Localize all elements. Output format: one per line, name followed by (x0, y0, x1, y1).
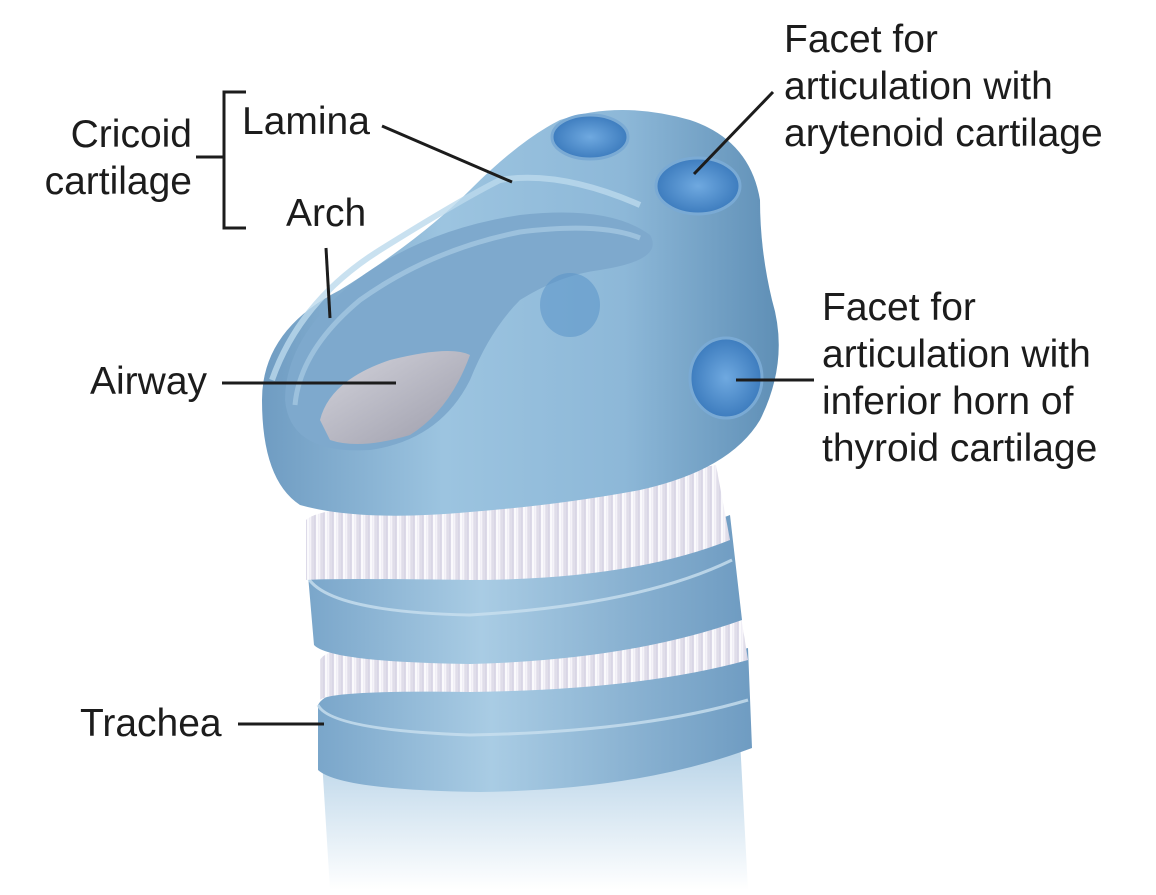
label-facet-thyroid: Facet for articulation with inferior hor… (822, 284, 1097, 472)
label-lamina: Lamina (242, 98, 370, 145)
label-facet-arytenoid-line1: Facet for (784, 16, 1103, 63)
label-trachea: Trachea (80, 700, 222, 747)
lamina-leader (382, 126, 512, 182)
label-facet-arytenoid-line3: arytenoid cartilage (784, 110, 1103, 157)
label-cricoid-line2: cartilage (20, 158, 192, 205)
arytenoid-facet-left (552, 115, 628, 159)
label-cricoid-cartilage: Cricoid cartilage (20, 111, 192, 205)
label-facet-thyroid-line3: inferior horn of (822, 378, 1097, 425)
label-facet-thyroid-line1: Facet for (822, 284, 1097, 331)
label-airway: Airway (90, 358, 207, 405)
thyroid-facet (690, 338, 762, 418)
label-facet-thyroid-line2: articulation with (822, 331, 1097, 378)
label-cricoid-line1: Cricoid (20, 111, 192, 158)
label-arch: Arch (286, 190, 366, 237)
arytenoid-facet-right (656, 158, 740, 214)
label-facet-arytenoid: Facet for articulation with arytenoid ca… (784, 16, 1103, 157)
label-facet-thyroid-line4: thyroid cartilage (822, 425, 1097, 472)
label-facet-arytenoid-line2: articulation with (784, 63, 1103, 110)
